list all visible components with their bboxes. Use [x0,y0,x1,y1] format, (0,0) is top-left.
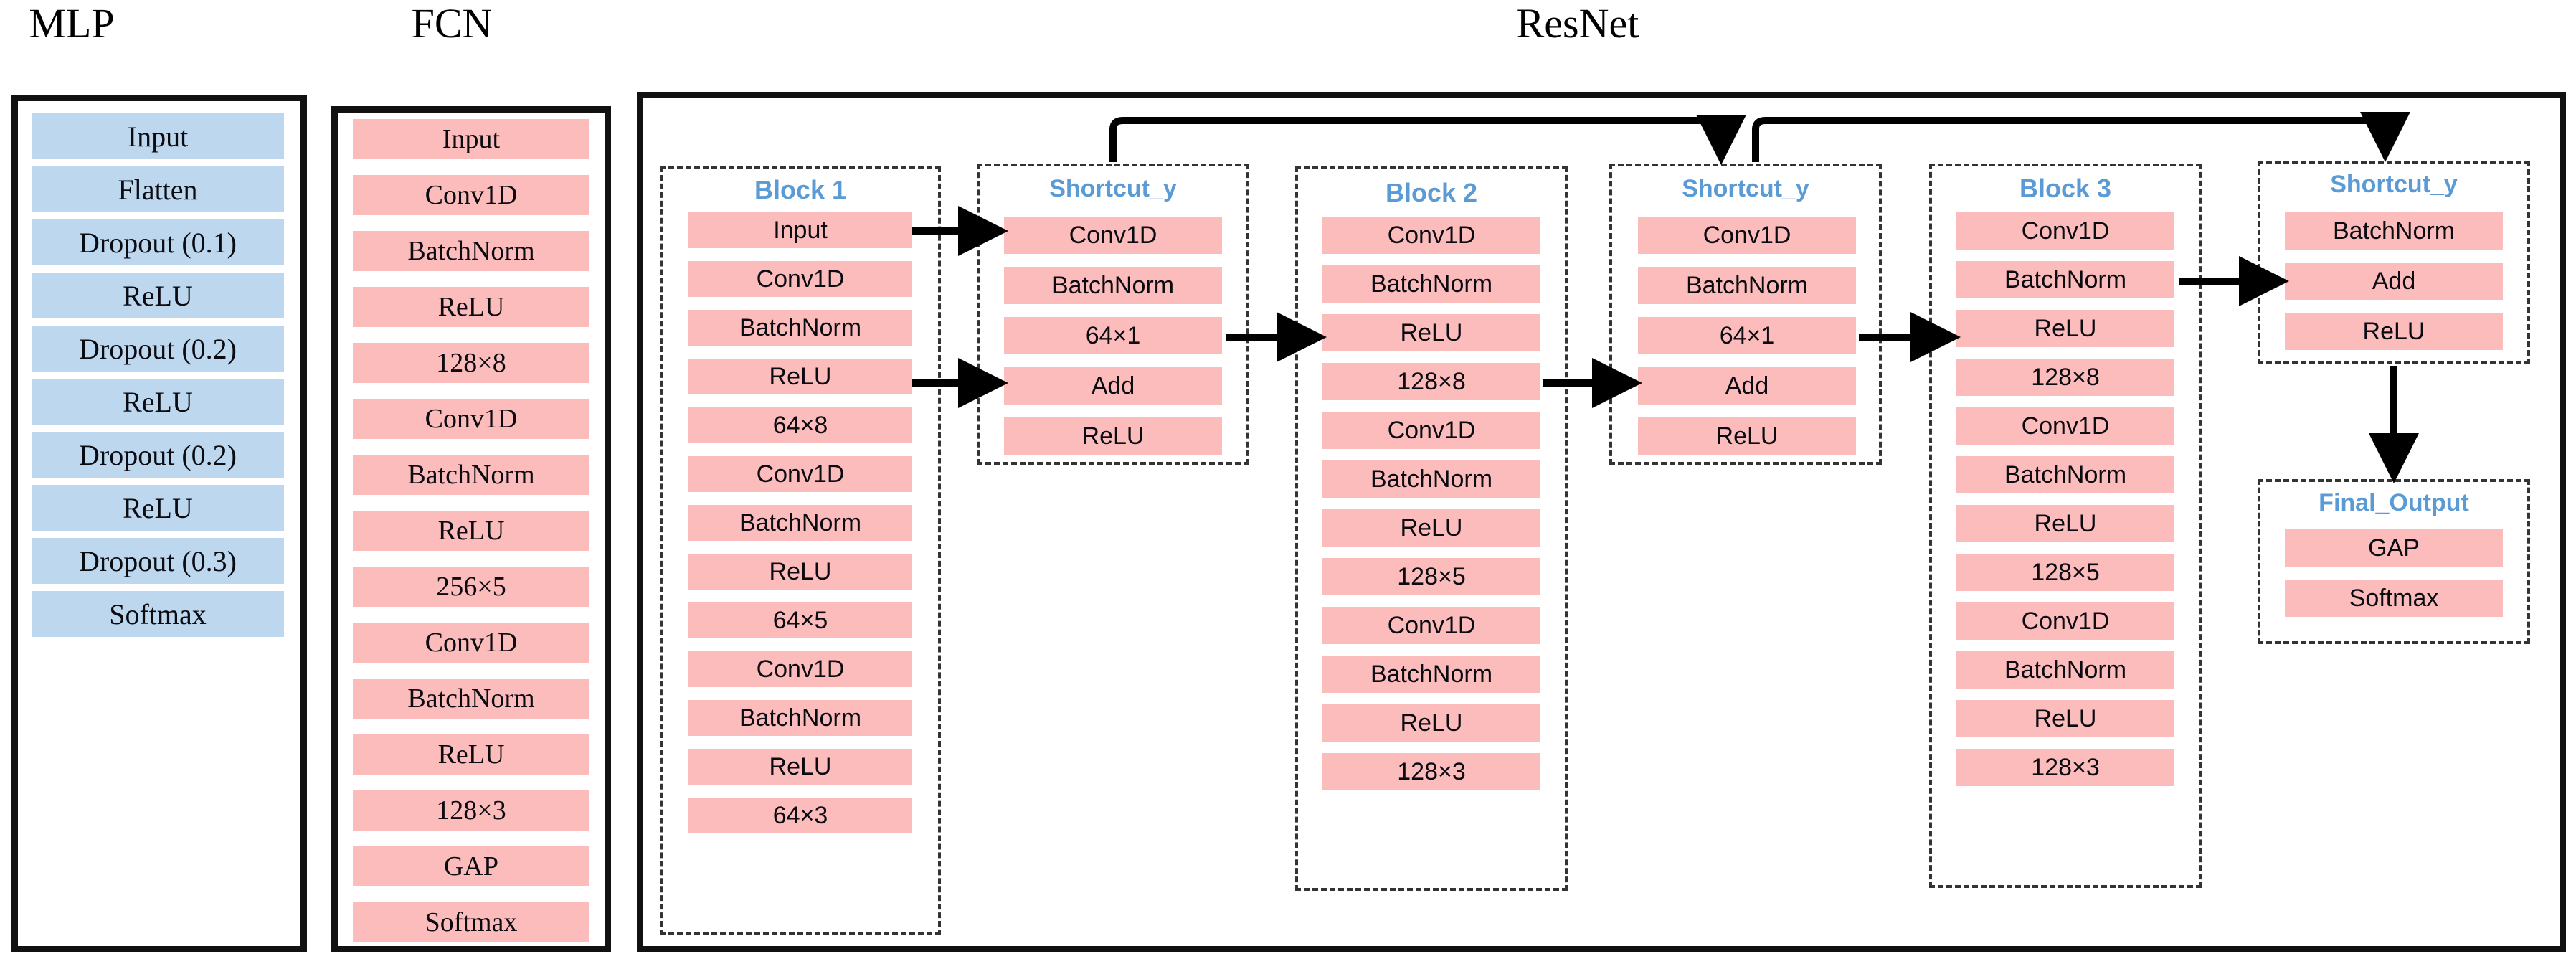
fcn-layer-13[interactable]: GAP [353,846,589,886]
block3-layer-5[interactable]: BatchNorm [1956,456,2174,493]
fcn-layer-0[interactable]: Input [353,119,589,159]
shortcut3-layer-0[interactable]: BatchNorm [2285,212,2503,250]
final-layer-1[interactable]: Softmax [2285,580,2503,617]
block1-layer-7[interactable]: ReLU [688,554,912,590]
fcn-layer-11[interactable]: ReLU [353,734,589,775]
block1-layer-1[interactable]: Conv1D [688,261,912,297]
block1-layer-11[interactable]: ReLU [688,749,912,785]
fcn-layer-5[interactable]: Conv1D [353,399,589,439]
shortcut1-header: Shortcut_y [1049,175,1177,202]
fcn-layer-9[interactable]: Conv1D [353,623,589,663]
resnet-group-shortcut1 [977,164,1249,465]
block1-layer-9[interactable]: Conv1D [688,651,912,687]
resnet-group-block3 [1929,164,2202,888]
mlp-layer-8[interactable]: Dropout (0.3) [32,538,284,584]
block3-header: Block 3 [2019,174,2112,203]
block2-layer-2[interactable]: ReLU [1322,314,1540,351]
shortcut3-header: Shortcut_y [2330,171,2458,198]
block2-layer-6[interactable]: ReLU [1322,509,1540,547]
block3-layer-8[interactable]: Conv1D [1956,602,2174,640]
shortcut2-layer-2[interactable]: 64×1 [1638,317,1856,354]
fcn-layer-6[interactable]: BatchNorm [353,455,589,495]
fcn-layer-2[interactable]: BatchNorm [353,231,589,271]
shortcut2-layer-1[interactable]: BatchNorm [1638,267,1856,304]
block1-layer-3[interactable]: ReLU [688,359,912,394]
shortcut3-layer-2[interactable]: ReLU [2285,313,2503,350]
mlp-layer-5[interactable]: ReLU [32,379,284,425]
block2-layer-9[interactable]: BatchNorm [1322,656,1540,693]
resnet-title: ResNet [1516,0,1639,47]
block3-layer-1[interactable]: BatchNorm [1956,261,2174,298]
block2-layer-1[interactable]: BatchNorm [1322,265,1540,303]
block1-layer-2[interactable]: BatchNorm [688,310,912,346]
block2-layer-11[interactable]: 128×3 [1322,753,1540,790]
shortcut2-layer-4[interactable]: ReLU [1638,417,1856,455]
mlp-layer-6[interactable]: Dropout (0.2) [32,432,284,478]
block1-layer-0[interactable]: Input [688,212,912,248]
shortcut3-layer-1[interactable]: Add [2285,263,2503,300]
shortcut1-layer-0[interactable]: Conv1D [1004,217,1222,254]
mlp-layer-1[interactable]: Flatten [32,166,284,212]
block3-layer-0[interactable]: Conv1D [1956,212,2174,250]
final-output-header: Final_Output [2319,489,2469,516]
shortcut2-header: Shortcut_y [1682,175,1809,202]
fcn-layer-8[interactable]: 256×5 [353,567,589,607]
resnet-group-block1 [660,166,941,935]
block3-layer-2[interactable]: ReLU [1956,310,2174,347]
block3-layer-10[interactable]: ReLU [1956,700,2174,737]
fcn-title: FCN [411,0,493,47]
block1-layer-10[interactable]: BatchNorm [688,700,912,736]
block3-layer-9[interactable]: BatchNorm [1956,651,2174,689]
shortcut1-layer-4[interactable]: ReLU [1004,417,1222,455]
block3-layer-7[interactable]: 128×5 [1956,554,2174,591]
block2-layer-7[interactable]: 128×5 [1322,558,1540,595]
block2-layer-10[interactable]: ReLU [1322,704,1540,742]
shortcut2-layer-3[interactable]: Add [1638,367,1856,405]
block1-layer-5[interactable]: Conv1D [688,456,912,492]
fcn-layer-1[interactable]: Conv1D [353,175,589,215]
fcn-layer-12[interactable]: 128×3 [353,790,589,831]
resnet-group-block2 [1295,166,1568,891]
block1-layer-6[interactable]: BatchNorm [688,505,912,541]
mlp-layer-3[interactable]: ReLU [32,273,284,318]
block2-layer-8[interactable]: Conv1D [1322,607,1540,644]
block2-layer-4[interactable]: Conv1D [1322,412,1540,449]
mlp-layer-9[interactable]: Softmax [32,591,284,637]
fcn-layer-3[interactable]: ReLU [353,287,589,327]
block2-layer-3[interactable]: 128×8 [1322,363,1540,400]
block3-layer-6[interactable]: ReLU [1956,505,2174,542]
shortcut1-layer-2[interactable]: 64×1 [1004,317,1222,354]
mlp-layer-7[interactable]: ReLU [32,485,284,531]
mlp-layer-2[interactable]: Dropout (0.1) [32,219,284,265]
block2-layer-0[interactable]: Conv1D [1322,217,1540,254]
mlp-layer-0[interactable]: Input [32,113,284,159]
block1-layer-12[interactable]: 64×3 [688,798,912,833]
block2-layer-5[interactable]: BatchNorm [1322,460,1540,498]
block3-layer-4[interactable]: Conv1D [1956,407,2174,445]
mlp-title: MLP [29,0,115,47]
block1-layer-4[interactable]: 64×8 [688,407,912,443]
block3-layer-11[interactable]: 128×3 [1956,749,2174,786]
shortcut1-layer-1[interactable]: BatchNorm [1004,267,1222,304]
block1-layer-8[interactable]: 64×5 [688,602,912,638]
fcn-layer-7[interactable]: ReLU [353,511,589,551]
fcn-layer-4[interactable]: 128×8 [353,343,589,383]
mlp-layer-4[interactable]: Dropout (0.2) [32,326,284,372]
final-layer-0[interactable]: GAP [2285,529,2503,567]
shortcut1-layer-3[interactable]: Add [1004,367,1222,405]
block3-layer-3[interactable]: 128×8 [1956,359,2174,396]
shortcut2-layer-0[interactable]: Conv1D [1638,217,1856,254]
block1-header: Block 1 [754,175,847,204]
fcn-layer-14[interactable]: Softmax [353,902,589,942]
block2-header: Block 2 [1385,178,1478,207]
fcn-layer-10[interactable]: BatchNorm [353,679,589,719]
